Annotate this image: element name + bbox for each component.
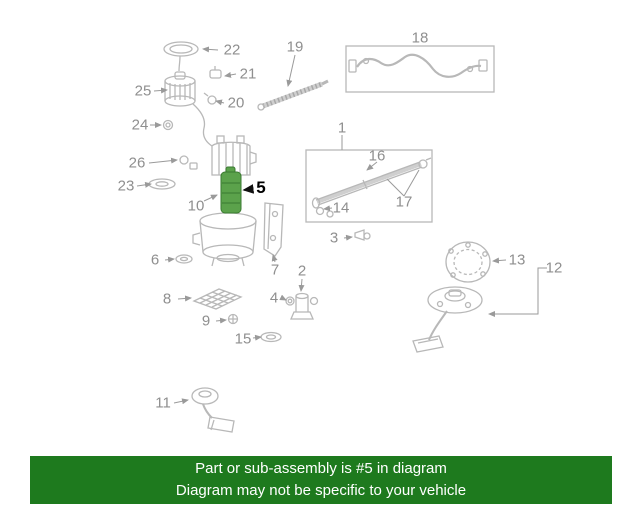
part-wingbolt-3 — [354, 229, 371, 241]
part-o-ring — [163, 41, 199, 57]
part-filter-plate-8 — [192, 288, 243, 310]
part-filter-upper-cup — [211, 135, 257, 176]
part-grommets-26 — [179, 155, 198, 170]
part-ring-4 — [285, 296, 295, 306]
part-fitting-20 — [203, 92, 217, 105]
part-5-highlighted-filter — [220, 166, 242, 214]
banner: Part or sub-assembly is #5 in diagram Di… — [30, 456, 612, 504]
part-tube-assembly-box — [305, 149, 433, 223]
part-seal-6 — [175, 254, 193, 264]
part-clip-21 — [209, 66, 222, 79]
part-pump-cap — [164, 55, 213, 147]
part-threaded-rod — [257, 79, 329, 111]
part-fuel-sender-12 — [412, 286, 483, 353]
part-sender-sub-11 — [191, 387, 235, 433]
part-inlet-2 — [290, 292, 319, 320]
parts-artwork — [148, 41, 495, 433]
banner-line2: Diagram may not be specific to your vehi… — [175, 482, 467, 499]
part-washer-23 — [148, 178, 176, 190]
part-grommet-9 — [227, 313, 239, 325]
part-seal-15 — [260, 331, 282, 343]
part-hose-assembly-box — [345, 45, 495, 93]
part-filter-lower-housing — [192, 212, 257, 267]
part-bracket-7 — [263, 202, 284, 257]
part-grommet-24 — [162, 119, 174, 131]
leader-lines — [136, 46, 547, 405]
part-gasket-ring-13 — [445, 241, 491, 283]
leader-line-part-5 — [242, 184, 255, 194]
banner-line1: Part or sub-assembly is #5 in diagram — [195, 460, 447, 478]
